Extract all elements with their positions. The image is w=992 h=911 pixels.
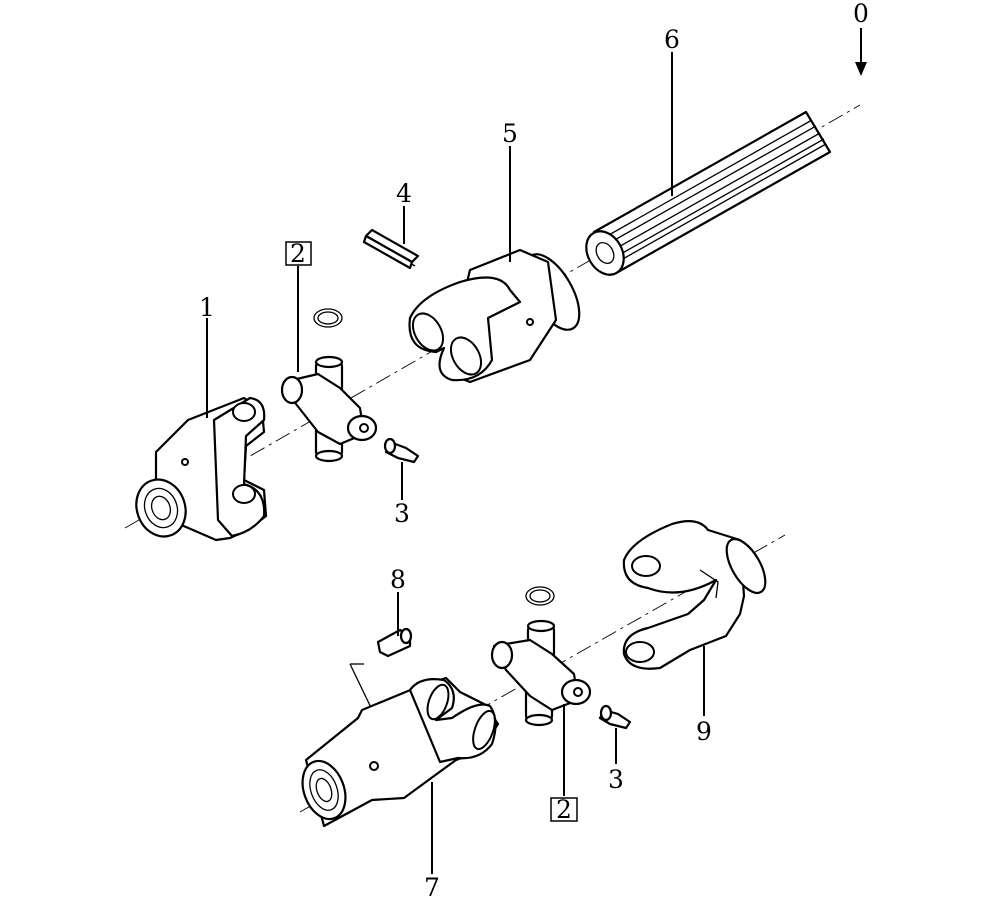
leader-lines (206, 52, 705, 874)
lower-grease-nipple (598, 704, 632, 730)
upper-grease-nipple (383, 437, 420, 464)
splined-shaft (585, 110, 832, 276)
label-7: 7 (424, 873, 440, 902)
label-8: 8 (390, 565, 406, 594)
label-1: 1 (199, 293, 215, 322)
upper-universal-cross (280, 308, 378, 463)
label-9: 9 (696, 717, 712, 746)
view-arrow-icon (855, 28, 867, 76)
label-5: 5 (502, 119, 518, 148)
label-3-lower: 3 (608, 765, 624, 794)
inner-tube-yoke (408, 248, 581, 384)
label-2-lower-box (550, 797, 578, 822)
splined-hub-yoke (135, 396, 268, 542)
label-4: 4 (396, 179, 412, 208)
spring-pin (362, 228, 420, 270)
outer-yoke (622, 519, 767, 670)
label-6: 6 (664, 25, 680, 54)
label-2-lower: 2 (556, 795, 572, 824)
label-2-upper-box (285, 241, 312, 266)
view-label: 0 (853, 0, 869, 28)
label-2-upper: 2 (290, 239, 306, 268)
lower-universal-cross (490, 586, 592, 727)
label-3-upper: 3 (394, 499, 410, 528)
lower-splined-yoke (301, 676, 500, 828)
